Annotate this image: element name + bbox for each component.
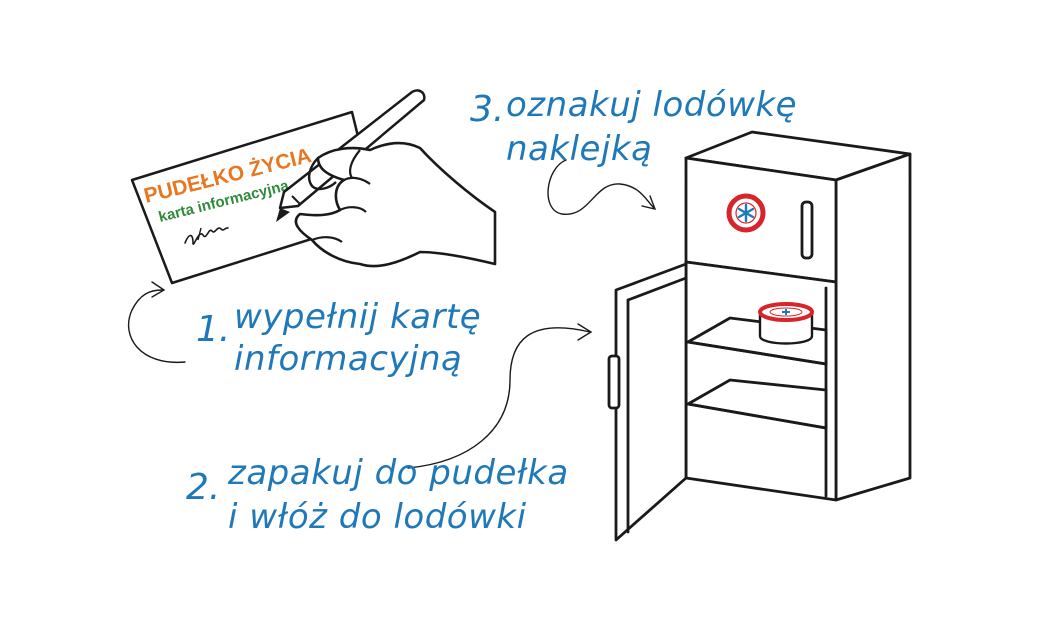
step-3-line-1: oznakuj lodówkę	[506, 85, 798, 125]
step-2-number: 2.	[186, 467, 221, 508]
signature-scribble	[184, 227, 229, 245]
step-2-line-2: i włóż do lodówki	[228, 497, 527, 537]
arrow-icon	[127, 159, 657, 469]
step-1-line-2: informacyjną	[234, 339, 463, 379]
step-1-line-1: wypełnij kartę	[234, 297, 482, 337]
step-3-line-2: naklejką	[506, 129, 653, 169]
step-1-number: 1.	[196, 309, 231, 350]
step-2-line-1: zapakuj do pudełka	[228, 453, 569, 493]
step-3-number: 3.	[470, 89, 505, 130]
box-icon	[758, 302, 814, 345]
sticker-icon	[726, 193, 766, 233]
hand-with-pen-icon	[276, 89, 497, 268]
